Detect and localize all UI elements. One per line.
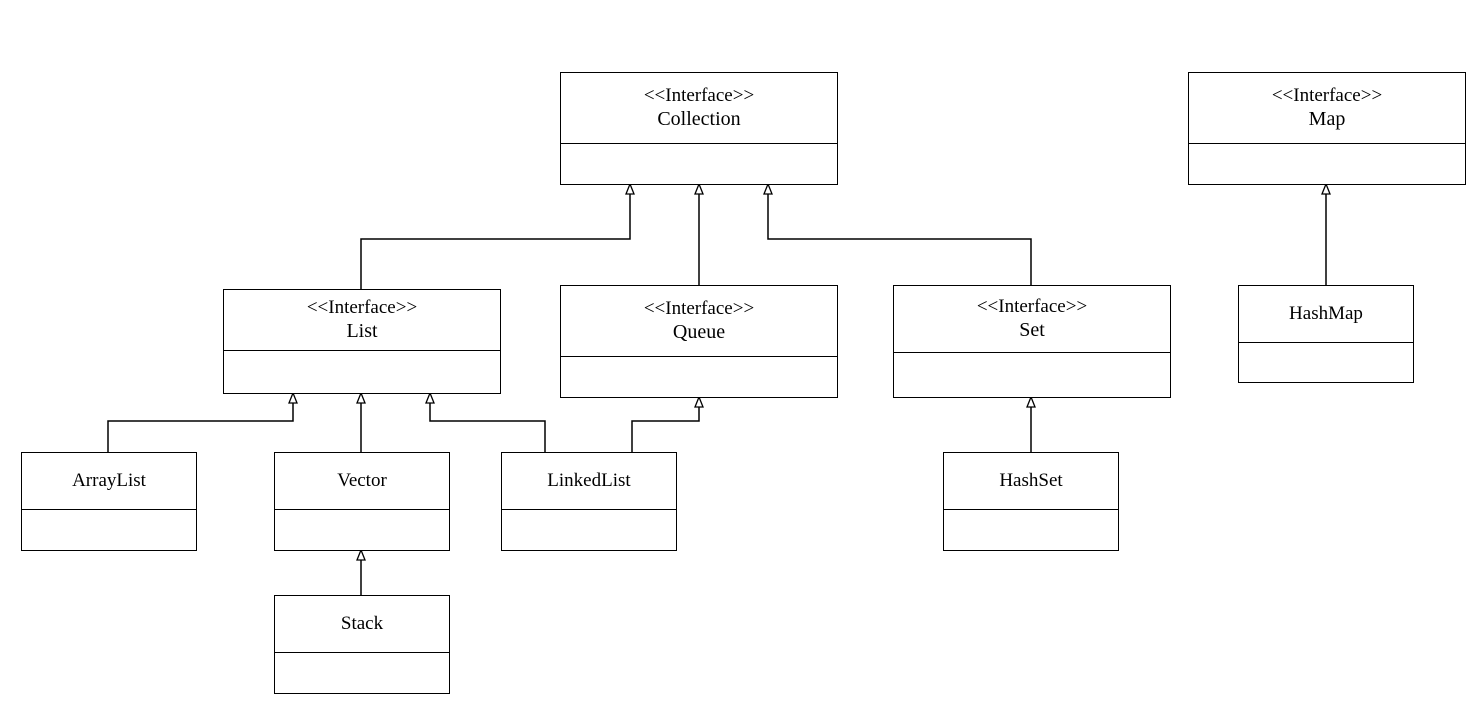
edge-list-to-collection	[360, 193, 631, 289]
arrowhead-list-left	[288, 391, 298, 404]
class-stack: Stack	[274, 595, 450, 694]
interface-list: <<Interface>> List	[223, 289, 501, 394]
class-header: ArrayList	[22, 453, 196, 510]
arrowhead-collection-center	[694, 182, 704, 195]
arrowhead-list-center	[356, 391, 366, 404]
interface-queue: <<Interface>> Queue	[560, 285, 838, 398]
arrowhead-set	[1026, 395, 1036, 408]
stereotype-label: <<Interface>>	[643, 298, 755, 319]
arrowhead-map	[1321, 182, 1331, 195]
class-header: HashMap	[1239, 286, 1413, 343]
interface-set: <<Interface>> Set	[893, 285, 1171, 398]
interface-collection: <<Interface>> Collection	[560, 72, 838, 185]
class-header: Stack	[275, 596, 449, 653]
class-name: Map	[1308, 108, 1346, 130]
stereotype-label: <<Interface>>	[1271, 85, 1383, 106]
stereotype-label: <<Interface>>	[643, 85, 755, 106]
arrowhead-collection-right	[763, 182, 773, 195]
class-name: LinkedList	[547, 470, 631, 491]
stereotype-label: <<Interface>>	[306, 297, 418, 318]
class-name: Queue	[672, 321, 726, 343]
arrowhead-collection-left	[625, 182, 635, 195]
class-name: Vector	[337, 470, 387, 491]
class-arraylist: ArrayList	[21, 452, 197, 551]
class-name: Set	[1019, 319, 1045, 341]
arrowhead-list-right	[425, 391, 435, 404]
class-header: Vector	[275, 453, 449, 510]
class-header: LinkedList	[502, 453, 676, 510]
class-hashmap: HashMap	[1238, 285, 1414, 383]
class-name: Collection	[657, 108, 741, 130]
class-header: <<Interface>> Set	[894, 286, 1170, 353]
class-header: <<Interface>> Collection	[561, 73, 837, 144]
class-header: HashSet	[944, 453, 1118, 510]
class-vector: Vector	[274, 452, 450, 551]
class-name: List	[346, 320, 378, 342]
class-header: <<Interface>> Queue	[561, 286, 837, 357]
arrowhead-vector	[356, 548, 366, 561]
arrowhead-queue	[694, 395, 704, 408]
class-header: <<Interface>> List	[224, 290, 500, 351]
class-name: HashSet	[999, 470, 1063, 491]
class-name: HashMap	[1289, 303, 1363, 324]
class-header: <<Interface>> Map	[1189, 73, 1465, 144]
class-linkedlist: LinkedList	[501, 452, 677, 551]
edge-set-to-collection	[767, 193, 1032, 285]
class-name: Stack	[340, 613, 384, 634]
interface-map: <<Interface>> Map	[1188, 72, 1466, 185]
class-hashset: HashSet	[943, 452, 1119, 551]
edge-arraylist-to-list	[107, 403, 294, 452]
edge-linkedlist-to-list	[429, 403, 546, 452]
stereotype-label: <<Interface>>	[976, 296, 1088, 317]
edge-linkedlist-to-queue	[631, 406, 700, 452]
class-name: ArrayList	[72, 470, 146, 491]
